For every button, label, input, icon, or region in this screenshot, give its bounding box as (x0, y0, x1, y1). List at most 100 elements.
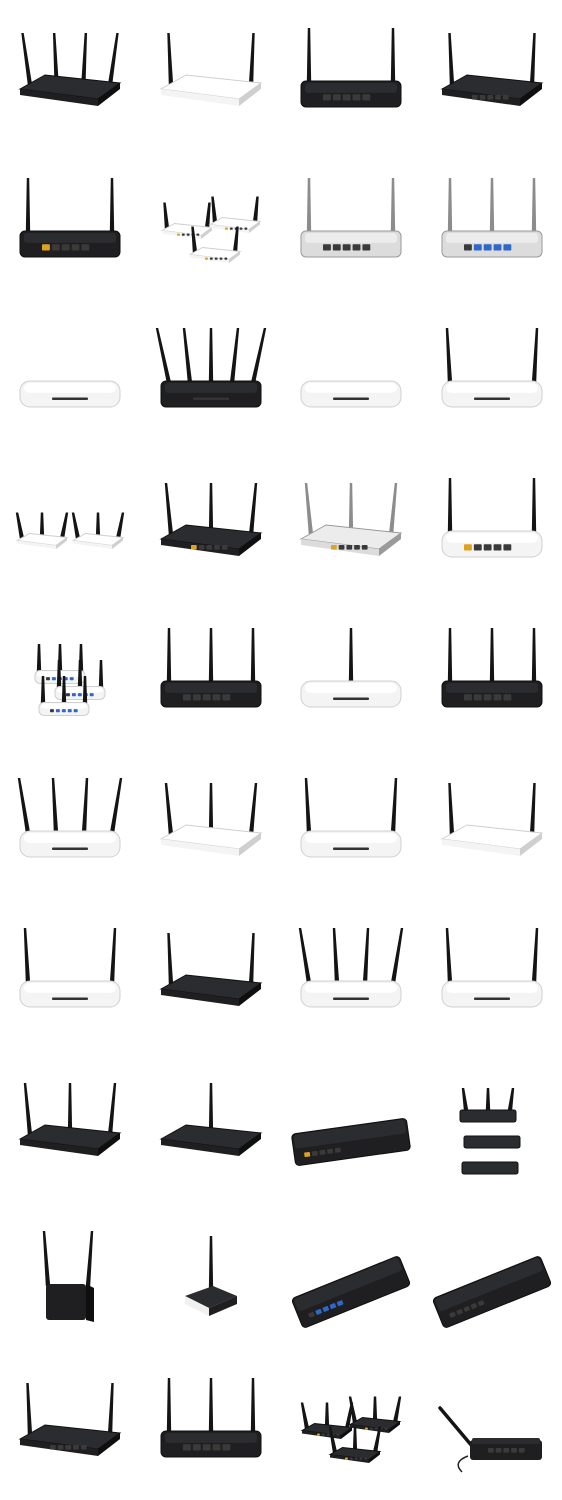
port-shape (50, 1445, 56, 1450)
router-photo (0, 150, 141, 300)
router-figure (159, 33, 263, 106)
antenna-shape (167, 933, 173, 985)
antenna-shape (24, 1083, 33, 1135)
antenna-shape (204, 202, 211, 229)
port-shape (518, 1448, 525, 1453)
router-figure (300, 778, 402, 858)
port-shape (463, 544, 472, 551)
router-side (341, 1427, 353, 1439)
antenna-shape (248, 783, 257, 835)
led-strip (333, 847, 370, 850)
port-shape (338, 545, 345, 550)
router-top (24, 833, 117, 843)
port-shape (362, 244, 371, 251)
stack-unit (459, 1109, 517, 1123)
port-shape (364, 1457, 368, 1460)
router-illustration (441, 178, 543, 258)
router-figure (300, 28, 402, 108)
antenna-shape (208, 783, 213, 835)
port-shape (342, 244, 351, 251)
port-shape (493, 544, 502, 551)
router-front (17, 540, 57, 549)
router-photo (0, 1350, 141, 1500)
antenna-shape (489, 628, 494, 683)
router-side (238, 833, 261, 856)
port-shape (342, 94, 351, 101)
router-slab (292, 1256, 411, 1328)
port-shape (493, 694, 502, 701)
port-shape (73, 1445, 80, 1450)
antenna-shape (40, 512, 45, 539)
router-photo (422, 1050, 562, 1200)
antenna-shape (353, 1426, 358, 1453)
antenna-shape (391, 778, 398, 833)
router-photo (422, 600, 562, 750)
port-shape (502, 95, 509, 100)
port-shape (503, 694, 512, 701)
port-shape (345, 1457, 349, 1460)
router-photo (281, 1050, 422, 1200)
router-photo (281, 300, 422, 450)
port-shape (503, 1448, 509, 1453)
router-illustration (184, 1236, 237, 1316)
port-shape (362, 545, 368, 550)
port-shape (503, 244, 512, 251)
router-photo (0, 0, 141, 150)
router-photo (281, 900, 422, 1050)
port-shape (224, 257, 228, 260)
router-side (238, 983, 261, 1006)
port-shape (229, 227, 233, 230)
router-photo (141, 1350, 282, 1500)
port-shape (362, 94, 371, 101)
router-slab (291, 1118, 411, 1166)
port-shape (202, 1444, 211, 1451)
port-shape (52, 244, 60, 251)
router-illustration (159, 483, 263, 556)
led-strip (52, 847, 89, 850)
router-photo (141, 150, 282, 300)
port-shape (213, 545, 220, 550)
port-shape (352, 244, 361, 251)
router-illustration (441, 328, 543, 408)
port-shape (69, 677, 74, 681)
router-photo (141, 1200, 282, 1350)
router-top (57, 687, 104, 693)
router-front (441, 839, 520, 856)
router-figure (184, 1236, 237, 1316)
router-photo (422, 1350, 562, 1500)
antenna-shape (461, 1088, 468, 1110)
antenna-shape (363, 928, 370, 983)
port-shape (222, 694, 231, 701)
router-figure (432, 1256, 551, 1328)
led-strip (473, 397, 510, 400)
led-strip (333, 697, 370, 700)
router-figure (160, 628, 262, 708)
port-shape (323, 94, 332, 101)
port-shape (352, 94, 361, 101)
antenna-shape (167, 33, 173, 85)
router-illustration (300, 628, 402, 708)
port-shape (50, 709, 55, 713)
router-figure (15, 512, 125, 549)
port-shape (202, 694, 211, 701)
port-shape (336, 1433, 340, 1436)
router-photo (422, 900, 562, 1050)
port-shape (483, 244, 492, 251)
mini-front (184, 1296, 209, 1316)
port-shape (212, 694, 221, 701)
antenna-shape (18, 778, 31, 833)
router-illustration (438, 1406, 542, 1473)
antenna-shape (391, 928, 404, 983)
antenna-shape (529, 783, 536, 835)
antenna-shape (307, 178, 312, 233)
router-front (160, 1139, 239, 1156)
router-side (369, 1451, 381, 1463)
port-shape (57, 1445, 64, 1450)
port-shape (61, 244, 70, 251)
port-shape (463, 1306, 470, 1312)
port-shape (473, 694, 482, 701)
antenna-shape (164, 783, 173, 835)
antenna-shape (325, 1402, 330, 1429)
router-illustration (160, 1378, 262, 1458)
port-shape (317, 1433, 321, 1436)
